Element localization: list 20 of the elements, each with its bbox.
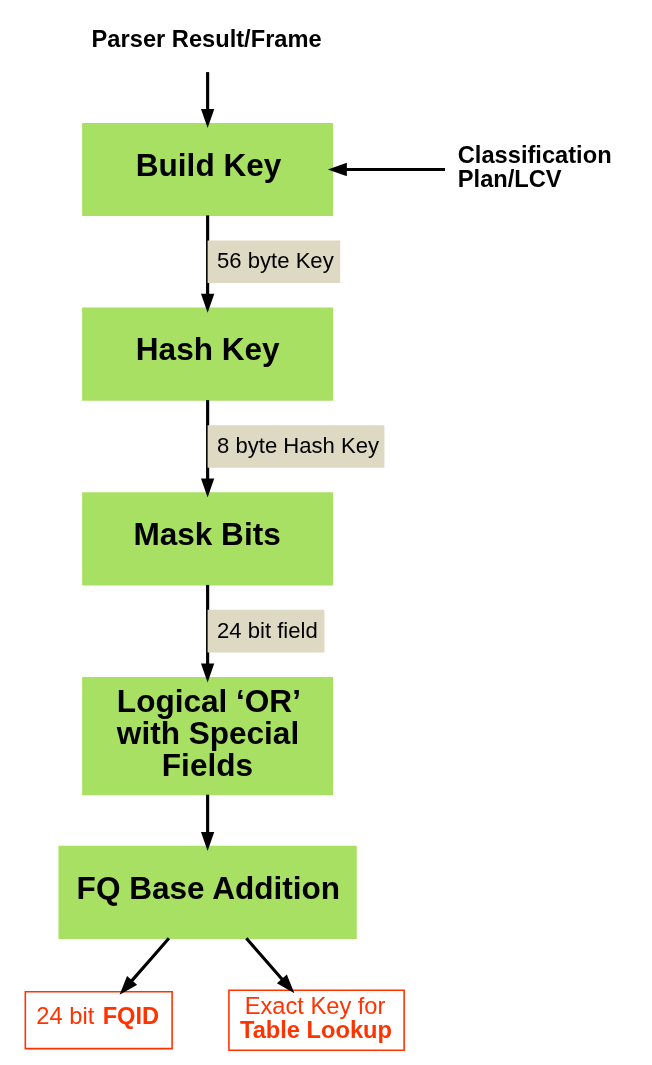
arrow (200, 400, 215, 498)
edge-label: 8 byte Hash Key (217, 433, 380, 459)
node-box: Mask Bits (82, 492, 334, 586)
node-box: Logical ‘OR’ with Special Fields (82, 676, 334, 796)
arrow (200, 72, 215, 129)
arrow (200, 794, 215, 851)
arrow (245, 937, 295, 994)
node-text: Parser Result/Frame (91, 26, 322, 53)
node-box: Exact Key for Table Lookup (228, 989, 405, 1051)
node-box: Build Key (82, 122, 334, 217)
edge-label: 24 bit field (217, 617, 318, 643)
node-box: Hash Key (82, 307, 334, 401)
arrow (327, 162, 445, 177)
arrow (200, 584, 215, 683)
arrow (119, 937, 171, 995)
node-text: Classification Plan/LCV (457, 142, 612, 192)
edge-label: 56 byte Key (217, 248, 334, 274)
arrow (200, 215, 215, 313)
node-box: 24 bit FQID (24, 991, 173, 1050)
node-box: FQ Base Addition (58, 845, 357, 939)
